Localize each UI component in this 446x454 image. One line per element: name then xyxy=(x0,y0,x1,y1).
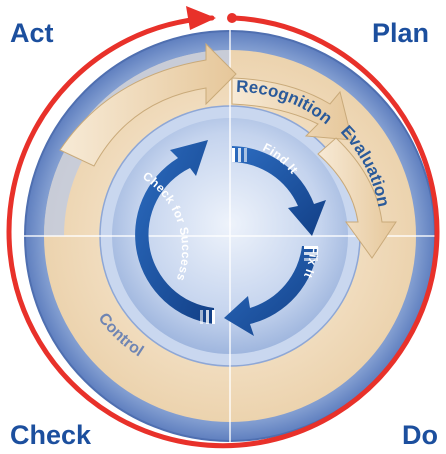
act-to-plan-arrow xyxy=(59,42,237,167)
outer-cycle-arrow xyxy=(6,15,440,449)
outer-cycle-arrowhead xyxy=(186,6,216,30)
stripe-accent-bottom xyxy=(200,310,215,324)
find-it-arrow xyxy=(232,146,326,236)
corner-label-check: Check xyxy=(10,420,92,450)
stripe-accent-top xyxy=(232,148,247,162)
fix-it-arrow xyxy=(224,246,318,336)
corner-label-act: Act xyxy=(10,18,54,48)
outer-cycle-start-dot xyxy=(227,13,237,23)
stripe-accent-right xyxy=(304,246,318,261)
recognition-arrow xyxy=(231,77,353,141)
corner-label-do: Do xyxy=(402,420,438,450)
evaluation-arrow xyxy=(317,137,397,259)
corner-label-plan: Plan xyxy=(372,18,429,48)
check-for-success-arrow xyxy=(135,140,214,324)
